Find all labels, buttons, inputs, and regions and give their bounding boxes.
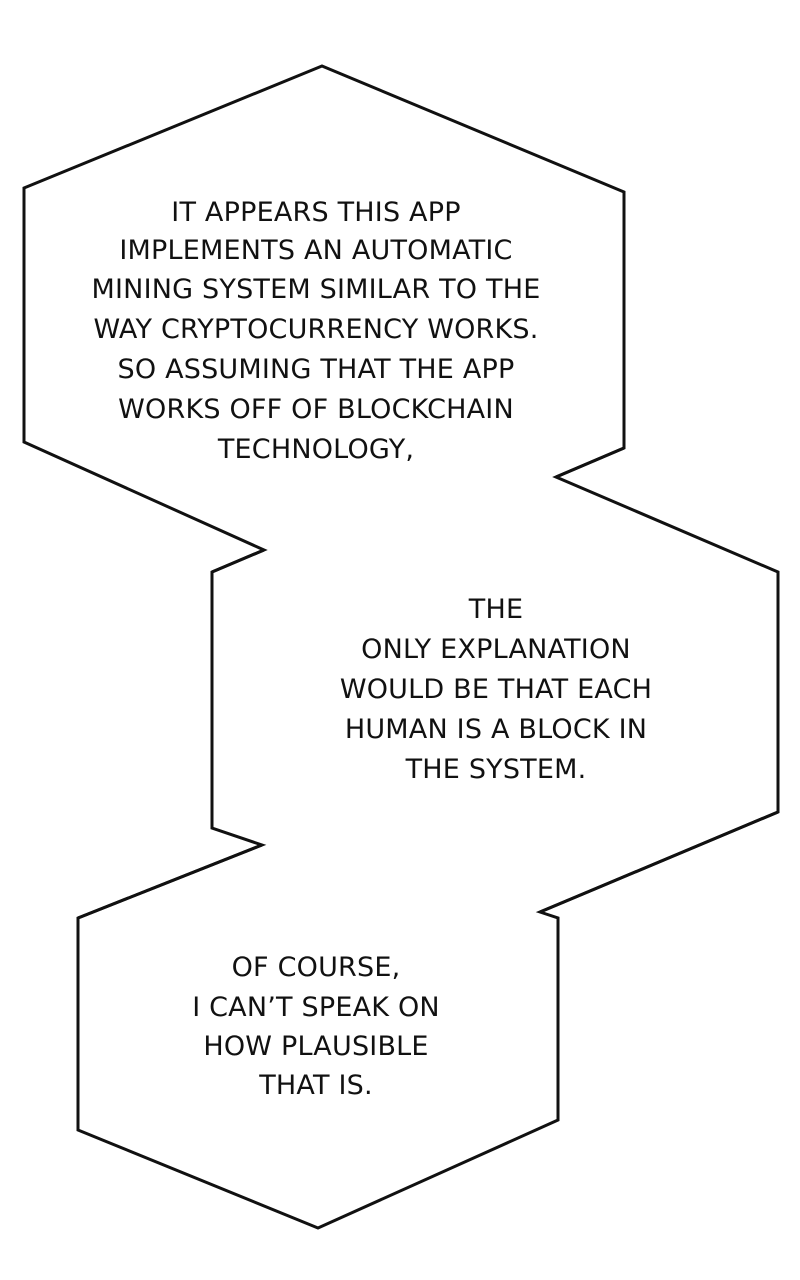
bubble-seam-3 <box>539 810 779 914</box>
bubble-1-line: IMPLEMENTS AN AUTOMATIC <box>119 235 512 266</box>
bubble-1-line: IT APPEARS THIS APP <box>171 197 460 228</box>
bubble-2-line: THE <box>468 594 523 625</box>
bubble-seam-4 <box>77 843 263 920</box>
bubble-1-line: WAY CRYPTOCURRENCY WORKS. <box>93 314 538 345</box>
bubble-1-line: SO ASSUMING THAT THE APP <box>118 354 515 385</box>
bubble-3-line: HOW PLAUSIBLE <box>203 1031 428 1062</box>
bubble-3-line: I CAN’T SPEAK ON <box>192 992 440 1023</box>
bubble-2-line: THE SYSTEM. <box>405 754 587 785</box>
bubble-3-line: OF COURSE, <box>232 952 401 983</box>
bubble-1-text: IT APPEARS THIS APP IMPLEMENTS AN AUTOMA… <box>92 197 541 465</box>
bubble-3-line: THAT IS. <box>258 1070 373 1101</box>
bubble-2-text: THE ONLY EXPLANATION WOULD BE THAT EACH … <box>340 594 652 785</box>
bubble-3-text: OF COURSE, I CAN’T SPEAK ON HOW PLAUSIBL… <box>192 952 440 1101</box>
bubble-1-line: MINING SYSTEM SIMILAR TO THE <box>92 274 541 305</box>
bubble-2-line: WOULD BE THAT EACH <box>340 674 652 705</box>
bubble-1-line: WORKS OFF OF BLOCKCHAIN <box>118 394 514 425</box>
bubble-1-line: TECHNOLOGY, <box>217 434 414 465</box>
bubble-2-line: HUMAN IS A BLOCK IN <box>345 714 647 745</box>
bubble-seam-1 <box>211 548 265 574</box>
bubble-2-line: ONLY EXPLANATION <box>361 634 631 665</box>
bubble-seam-2 <box>555 446 625 479</box>
